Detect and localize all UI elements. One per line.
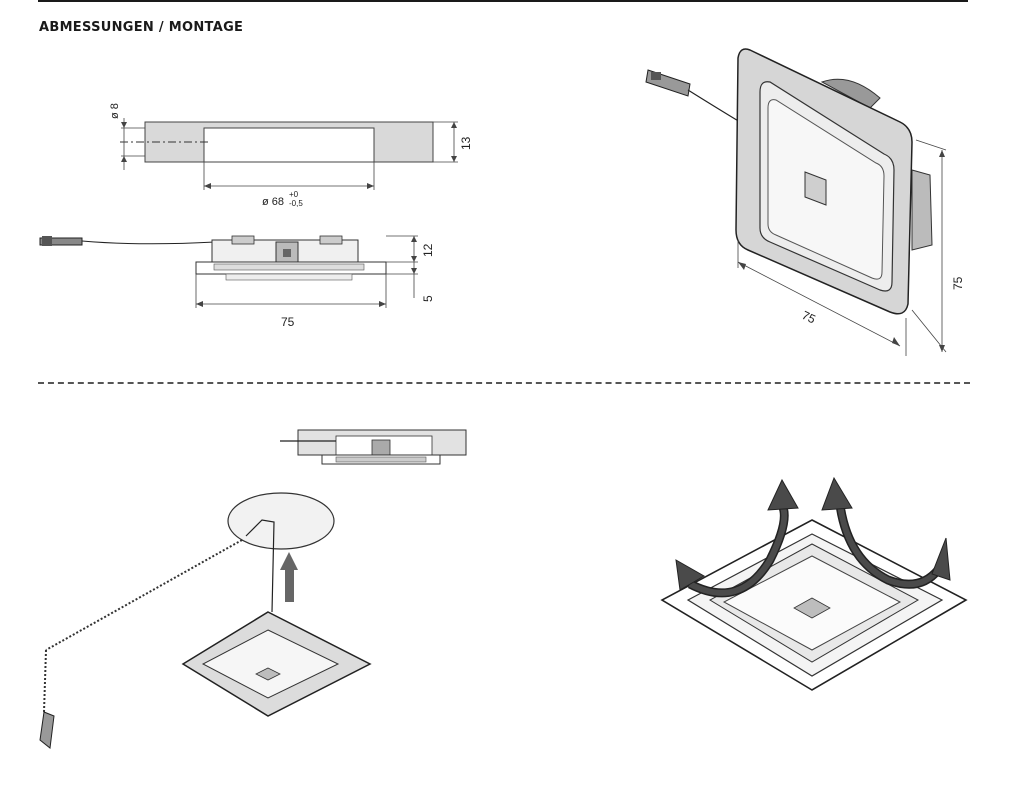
dim-cutout-diameter: ø 68 (262, 196, 284, 208)
dim-iso-height: 75 (951, 276, 965, 290)
dim-cutout-tol-upper: +0 (289, 190, 299, 199)
iso-light (645, 48, 947, 356)
board-cross-section (120, 118, 458, 190)
dim-board-thickness: 13 (459, 136, 473, 150)
section-title: ABMESSUNGEN / MONTAGE (39, 20, 244, 35)
dim-height-top: 12 (421, 243, 435, 257)
dim-cutout-tol-lower: -0,5 (289, 199, 303, 208)
dim-width-side: 75 (281, 315, 295, 329)
dim-iso-width: 75 (800, 308, 818, 326)
dim-bore-diameter: ø 8 (109, 103, 121, 119)
mounting-illustration (39, 429, 467, 749)
airflow-illustration (660, 476, 968, 691)
top-rule (38, 0, 968, 2)
section-divider (38, 382, 970, 384)
light-side-view (39, 235, 418, 308)
dim-height-bottom: 5 (421, 295, 435, 302)
